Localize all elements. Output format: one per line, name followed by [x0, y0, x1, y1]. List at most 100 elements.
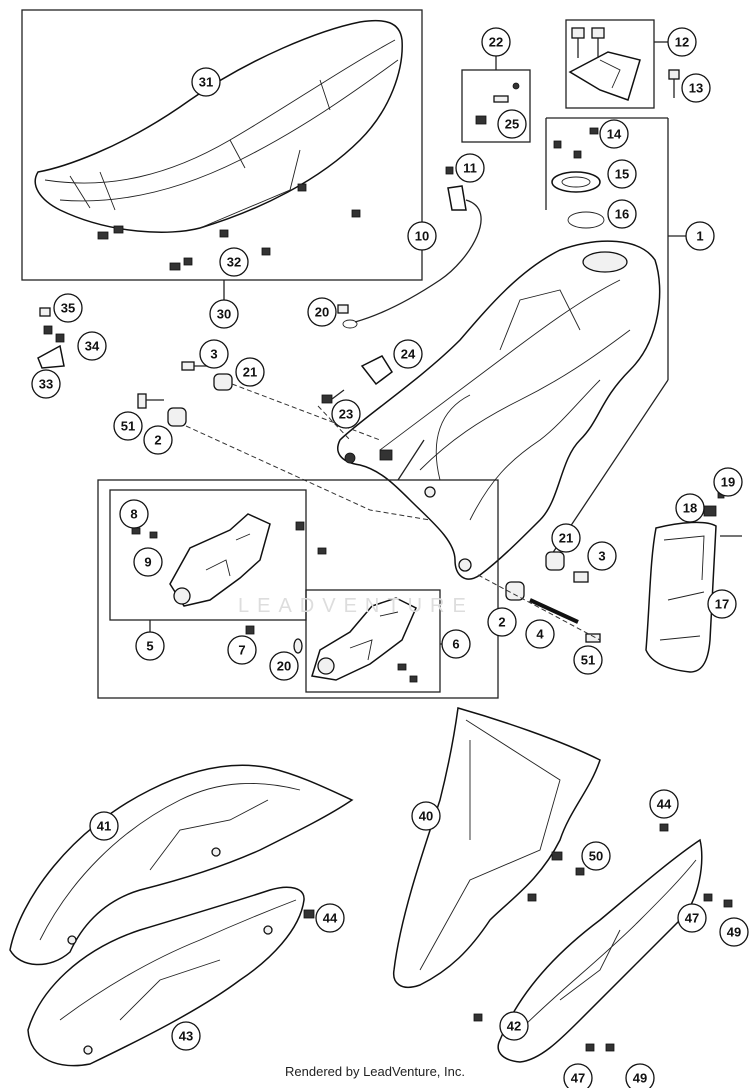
- callout-25[interactable]: 25: [497, 109, 527, 139]
- callout-1[interactable]: 1: [685, 221, 715, 251]
- svg-text:2: 2: [498, 615, 505, 630]
- callout-18[interactable]: 18: [675, 493, 705, 523]
- callout-35[interactable]: 35: [53, 293, 83, 323]
- callout-44[interactable]: 44: [649, 789, 679, 819]
- fuel-tank: [337, 117, 686, 580]
- callout-5[interactable]: 5: [135, 631, 165, 661]
- callout-9[interactable]: 9: [133, 547, 163, 577]
- callout-34[interactable]: 34: [77, 331, 107, 361]
- svg-text:31: 31: [199, 75, 213, 90]
- callout-2[interactable]: 2: [143, 425, 173, 455]
- svg-text:44: 44: [657, 797, 672, 812]
- side-panels-right: [392, 707, 733, 1063]
- callout-8[interactable]: 8: [119, 499, 149, 529]
- svg-text:10: 10: [415, 229, 429, 244]
- svg-text:8: 8: [130, 507, 137, 522]
- callout-4[interactable]: 4: [525, 619, 555, 649]
- callout-43[interactable]: 43: [171, 1021, 201, 1051]
- callout-31[interactable]: 31: [191, 67, 221, 97]
- callout-33[interactable]: 33: [31, 369, 61, 399]
- callout-50[interactable]: 50: [581, 841, 611, 871]
- svg-text:17: 17: [715, 597, 729, 612]
- svg-text:3: 3: [210, 347, 217, 362]
- svg-text:13: 13: [689, 81, 703, 96]
- callout-20[interactable]: 20: [307, 297, 337, 327]
- fuel-cable: [337, 166, 482, 329]
- svg-text:50: 50: [589, 849, 603, 864]
- svg-text:21: 21: [243, 365, 257, 380]
- callout-22[interactable]: 22: [481, 27, 511, 57]
- callout-47[interactable]: 47: [677, 903, 707, 933]
- callout-47[interactable]: 47: [563, 1063, 593, 1088]
- svg-text:4: 4: [536, 627, 544, 642]
- svg-text:42: 42: [507, 1019, 521, 1034]
- callout-24[interactable]: 24: [393, 339, 423, 369]
- callout-44[interactable]: 44: [315, 903, 345, 933]
- seat-group: [21, 9, 423, 300]
- callout-32[interactable]: 32: [219, 247, 249, 277]
- svg-text:21: 21: [559, 531, 573, 546]
- callout-19[interactable]: 19: [713, 467, 743, 497]
- svg-text:20: 20: [315, 305, 329, 320]
- side-panels-left: [9, 764, 354, 1067]
- callout-16[interactable]: 16: [607, 199, 637, 229]
- footer-credit: Rendered by LeadVenture, Inc.: [285, 1064, 465, 1079]
- callout-11[interactable]: 11: [455, 153, 485, 183]
- callout-30[interactable]: 30: [209, 299, 239, 329]
- svg-text:43: 43: [179, 1029, 193, 1044]
- svg-text:14: 14: [607, 127, 622, 142]
- svg-text:23: 23: [339, 407, 353, 422]
- svg-text:49: 49: [727, 925, 741, 940]
- callout-17[interactable]: 17: [707, 589, 737, 619]
- svg-text:47: 47: [685, 911, 699, 926]
- callout-41[interactable]: 41: [89, 811, 119, 841]
- svg-text:49: 49: [633, 1071, 647, 1086]
- key-set-group: [565, 19, 680, 109]
- svg-text:35: 35: [61, 301, 75, 316]
- callout-10[interactable]: 10: [407, 221, 437, 251]
- svg-text:3: 3: [598, 549, 605, 564]
- svg-text:41: 41: [97, 819, 111, 834]
- callout-3[interactable]: 3: [587, 541, 617, 571]
- callout-51[interactable]: 51: [113, 411, 143, 441]
- svg-text:24: 24: [401, 347, 416, 362]
- callout-13[interactable]: 13: [681, 73, 711, 103]
- svg-text:47: 47: [571, 1071, 585, 1086]
- svg-text:18: 18: [683, 501, 697, 516]
- callout-20[interactable]: 20: [269, 651, 299, 681]
- guard-group: LEADVENTURE: [97, 439, 499, 699]
- callout-49[interactable]: 49: [625, 1063, 655, 1088]
- callout-6[interactable]: 6: [441, 629, 471, 659]
- callout-40[interactable]: 40: [411, 801, 441, 831]
- callout-51[interactable]: 51: [573, 645, 603, 675]
- svg-text:19: 19: [721, 475, 735, 490]
- svg-text:40: 40: [419, 809, 433, 824]
- callout-15[interactable]: 15: [607, 159, 637, 189]
- svg-text:9: 9: [144, 555, 151, 570]
- callout-2[interactable]: 2: [487, 607, 517, 637]
- callout-21[interactable]: 21: [235, 357, 265, 387]
- small-parts-box: [461, 55, 531, 143]
- svg-text:7: 7: [238, 643, 245, 658]
- callout-23[interactable]: 23: [331, 399, 361, 429]
- svg-text:1: 1: [696, 229, 703, 244]
- callout-14[interactable]: 14: [599, 119, 629, 149]
- callout-3[interactable]: 3: [199, 339, 229, 369]
- svg-text:51: 51: [581, 653, 595, 668]
- svg-text:32: 32: [227, 255, 241, 270]
- svg-text:34: 34: [85, 339, 100, 354]
- callout-7[interactable]: 7: [227, 635, 257, 665]
- rear-fender: [645, 491, 742, 673]
- svg-text:12: 12: [675, 35, 689, 50]
- svg-text:30: 30: [217, 307, 231, 322]
- callout-21[interactable]: 21: [551, 523, 581, 553]
- watermark: LEADVENTURE: [238, 595, 474, 617]
- svg-text:20: 20: [277, 659, 291, 674]
- svg-text:11: 11: [463, 161, 477, 176]
- callout-42[interactable]: 42: [499, 1011, 529, 1041]
- callout-12[interactable]: 12: [667, 27, 697, 57]
- svg-text:5: 5: [146, 639, 153, 654]
- callout-49[interactable]: 49: [719, 917, 749, 947]
- svg-text:22: 22: [489, 35, 503, 50]
